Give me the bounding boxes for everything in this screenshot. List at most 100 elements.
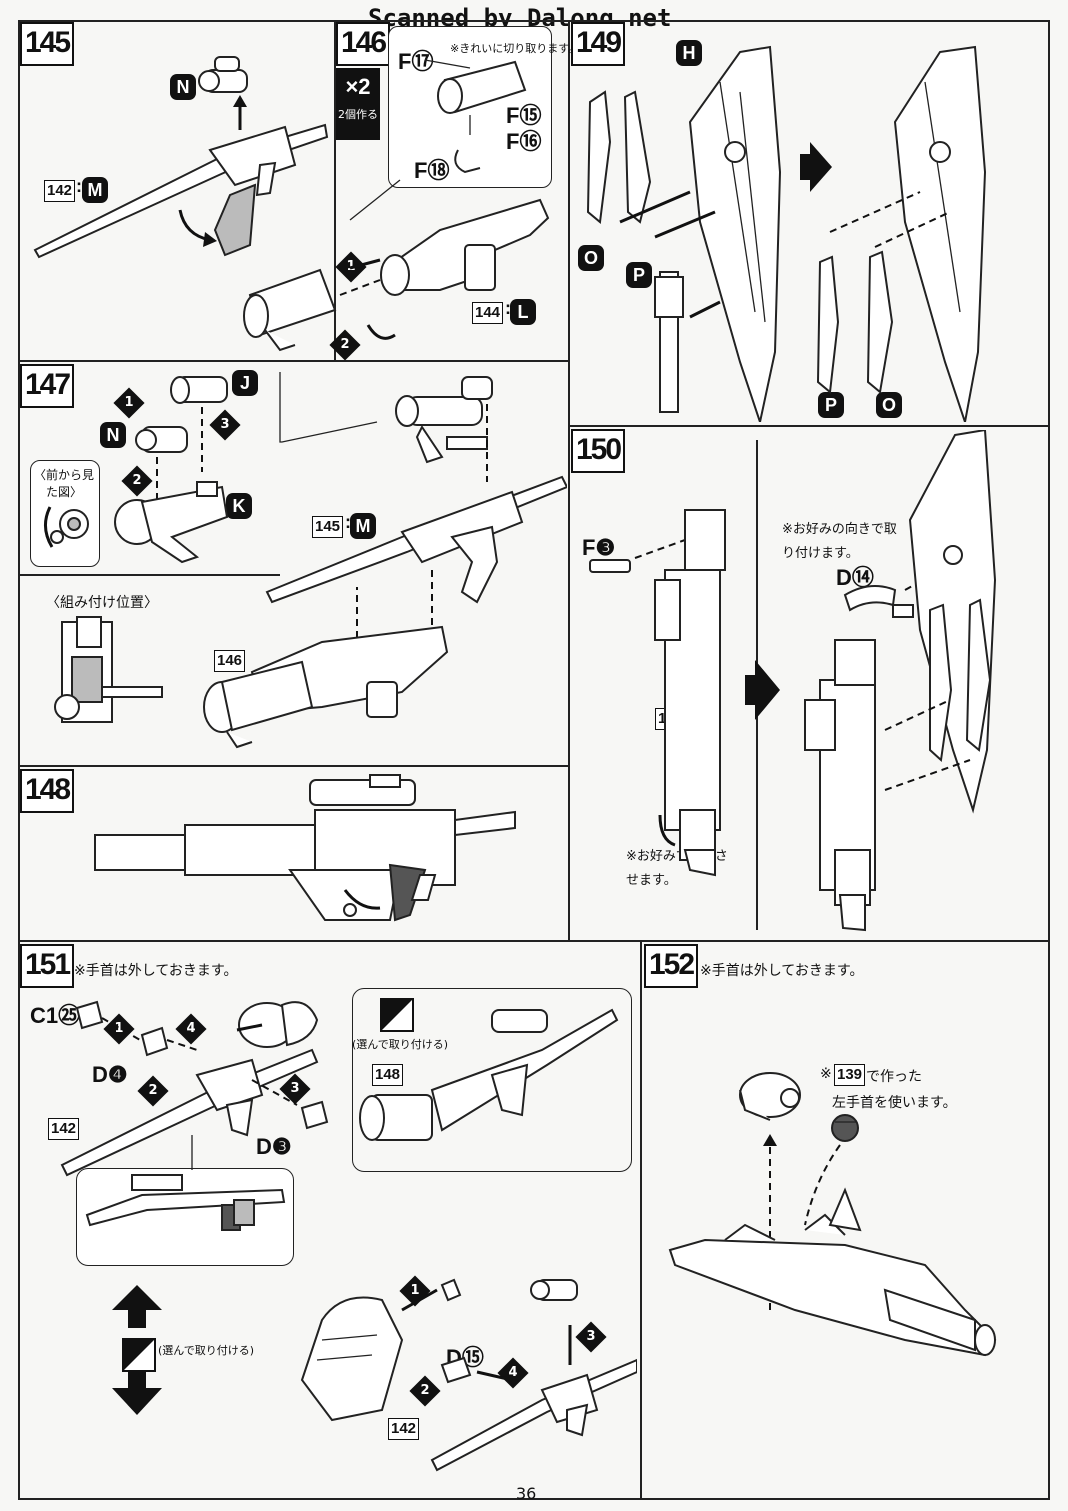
note-use-line2: 左手首を使います。 <box>832 1095 957 1111</box>
part-label-m: M <box>82 177 108 203</box>
part-label-f15: F⑮ <box>506 103 542 128</box>
assembly-position-drawing <box>54 616 163 723</box>
step148-illustration <box>94 774 516 922</box>
multiplier-box: ×2 2個作る <box>336 68 380 140</box>
hand-part <box>238 1001 319 1048</box>
ref-colon: : <box>76 176 82 196</box>
part-label-p: P <box>626 262 652 288</box>
attach-arrow <box>654 210 716 239</box>
multiplier: ×2 <box>345 74 371 99</box>
hand-part <box>739 1072 801 1121</box>
choose-label: (選んで取り付ける) <box>352 1038 449 1051</box>
weapon-148 <box>359 1008 619 1141</box>
figure-arm <box>300 1296 404 1422</box>
part-label-j: J <box>232 370 258 396</box>
part-label-f18: F⑱ <box>414 158 450 183</box>
rifle-142 <box>60 1048 319 1177</box>
part-label-f17: F⑰ <box>398 49 434 74</box>
launcher-barrel <box>243 268 337 352</box>
part-label-m: M <box>350 513 376 539</box>
part-label-d3: D❸ <box>256 1134 292 1159</box>
divider <box>18 940 1050 942</box>
divider <box>18 765 568 767</box>
rifle-body <box>33 123 329 259</box>
part-label-n: N <box>100 422 126 448</box>
note-hand-removed: ※手首は外しておきます。 <box>74 963 238 979</box>
launcher-body <box>380 198 550 296</box>
part-label-k: K <box>226 493 252 519</box>
ref-step-139: 139 <box>834 1064 866 1086</box>
ref-step-142-b: 142 <box>388 1418 420 1440</box>
part-d4 <box>140 1026 169 1057</box>
scope-assembled <box>395 376 493 464</box>
choose-icon <box>380 998 414 1032</box>
launcher-vertical <box>654 509 726 877</box>
ref-colon: : <box>345 512 351 532</box>
note-hand-removed: ※手首は外しておきます。 <box>700 963 864 979</box>
divider <box>334 20 336 360</box>
blade-p <box>623 90 652 224</box>
part-f3 <box>589 559 631 573</box>
small-part <box>440 1278 462 1302</box>
page-frame <box>18 20 1050 1500</box>
wing-h-right <box>893 45 987 422</box>
part-d15 <box>440 1356 472 1384</box>
direction-arrow <box>755 660 780 720</box>
step-number-145: 145 <box>20 22 75 66</box>
part-k <box>114 481 229 564</box>
step151-illustration <box>60 1000 637 1472</box>
note-use-suffix: で作った <box>866 1069 922 1085</box>
part-c1-25 <box>75 1000 104 1030</box>
part-d14 <box>843 585 914 618</box>
grip-f18 <box>454 149 481 174</box>
assembly-position-label: 〈組み付け位置〉 <box>46 595 158 611</box>
step-number-149: 149 <box>571 22 626 66</box>
rifle-inset-drawing <box>85 1174 286 1231</box>
wing-assembled <box>908 430 997 814</box>
part-n <box>135 426 188 453</box>
step147-illustration <box>44 372 567 749</box>
launcher-146 <box>203 625 449 749</box>
part-label-d4: D❹ <box>92 1062 128 1087</box>
step150-illustration <box>589 430 997 932</box>
ref-step-144: 144 <box>472 302 504 324</box>
ref-step-145: 145 <box>312 516 344 538</box>
choose-label-2: (選んで取り付ける) <box>158 1344 255 1357</box>
ref-colon: : <box>505 298 511 318</box>
divider <box>18 360 568 362</box>
wing-assembly <box>668 1187 997 1357</box>
direction-arrow <box>810 142 832 192</box>
ref-step-146: 146 <box>214 650 246 672</box>
choose-icon-2 <box>122 1338 156 1372</box>
page-number: 36 <box>516 1484 537 1503</box>
step-number-148: 148 <box>20 769 75 813</box>
divider <box>568 20 570 940</box>
left-fist <box>831 1114 859 1142</box>
note-cut-clean: ※きれいに切り取ります。 <box>450 42 580 55</box>
wing-h-left <box>688 45 782 422</box>
step149-illustration <box>586 45 987 422</box>
attach-arrow <box>619 190 691 224</box>
assembled-rifle <box>94 774 516 922</box>
part-label-n: N <box>170 74 196 100</box>
part-label-h: H <box>676 40 702 66</box>
step145-illustration <box>33 56 329 259</box>
scope-part <box>530 1279 578 1301</box>
rotate-arrow <box>658 814 676 847</box>
bar-part <box>654 271 684 413</box>
part-label-f16: F⑯ <box>506 129 542 154</box>
step-number-146: 146 <box>336 22 391 66</box>
step146-illustration <box>243 59 550 352</box>
make-two-label: 2個作る <box>338 108 378 121</box>
ref-step-148: 148 <box>372 1064 404 1086</box>
part-label-p2: P <box>818 392 844 418</box>
launcher-assembled <box>804 639 876 932</box>
ref-step-142: 142 <box>48 1118 80 1140</box>
rifle-142-b <box>430 1358 637 1472</box>
blade-o <box>586 90 612 224</box>
step-number-152: 152 <box>644 944 699 988</box>
part-label-c1-25: C1㉕ <box>30 1003 81 1028</box>
part-label-f3: F❸ <box>582 535 616 560</box>
front-view-label: 〈前から見た図〉 <box>33 468 94 499</box>
